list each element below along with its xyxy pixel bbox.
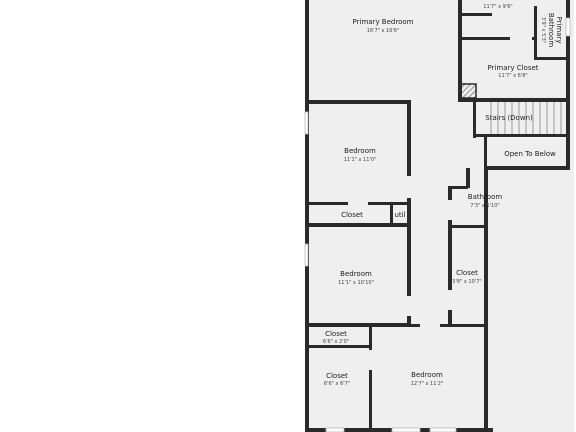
closet-3-label: Closet (325, 330, 347, 338)
open-to-below-label: Open To Below (504, 150, 556, 158)
bedroom-3-label: Bedroom (411, 371, 443, 379)
primary-bathroom-dims: 3'9" x 5'3" (540, 17, 546, 43)
windows (304, 17, 571, 432)
closet-2-label: Closet (456, 269, 478, 277)
stairs-label: Stairs (Down) (485, 114, 533, 122)
primary-bathroom-label-line1: Primary (555, 16, 563, 43)
doors (348, 36, 532, 370)
primary-bathroom-label-line2: Bathroom (547, 13, 555, 48)
bedroom-2-dims: 11'1" x 10'10" (338, 280, 374, 286)
bedroom-1-dims: 11'1" x 11'0" (344, 157, 377, 163)
primary-closet-label: Primary Closet (487, 64, 538, 72)
bedroom-1-label: Bedroom (344, 147, 376, 155)
closet-2-dims: 3'8" x 10'7" (452, 279, 481, 285)
primary-bedroom-label: Primary Bedroom (353, 18, 414, 26)
closet-4-label: Closet (326, 372, 348, 380)
closet-1-label: Closet (341, 211, 363, 219)
stair-treads (490, 102, 562, 134)
room-labels: 11'7" x 9'6" Primary Bedroom 16'7" x 16'… (323, 4, 563, 387)
primary-bedroom-dims: 16'7" x 16'6" (367, 28, 400, 34)
util-label: util (394, 211, 405, 219)
bedroom-2-label: Bedroom (340, 270, 372, 278)
hatched-block (460, 83, 477, 99)
closet-4-dims: 6'6" x 6'7" (324, 381, 350, 387)
bathroom-label: Bathroom (468, 193, 503, 201)
top-room-dims: 11'7" x 9'6" (483, 4, 512, 10)
bedroom-3-dims: 12'7" x 11'2" (411, 381, 444, 387)
primary-closet-dims: 11'7" x 6'8" (498, 73, 527, 79)
closet-3-dims: 6'6" x 2'0" (323, 339, 349, 345)
bathroom-dims: 7'3" x 5'10" (470, 203, 499, 209)
floor-fill (305, 0, 574, 432)
